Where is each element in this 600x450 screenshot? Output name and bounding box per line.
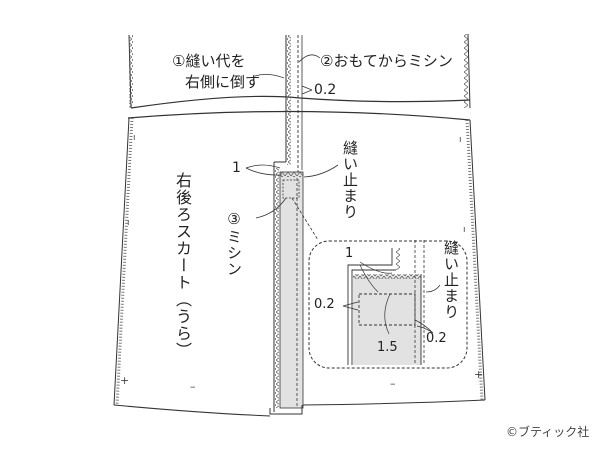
lower-fabric: ı ı + – ı ı + – [113, 110, 486, 417]
svg-text:ı: ı [463, 225, 466, 235]
upper-fabric [128, 33, 471, 109]
detail-stop-point-label: 縫い止まり [442, 240, 460, 320]
piece-name-label: 右後ろスカート（うら） [173, 172, 192, 359]
detail-measure-right-label: 0.2 [426, 331, 447, 346]
svg-text:ı: ı [133, 133, 136, 143]
svg-text:–: – [190, 380, 196, 393]
svg-text:–: – [390, 377, 396, 390]
step1-label-line1: ①縫い代を [172, 52, 246, 70]
detail-measure-1-label: 1 [345, 246, 354, 261]
step1-label-line2: 右側に倒す [185, 73, 261, 91]
svg-text:+: + [474, 368, 483, 381]
detail-measure-left-label: 0.2 [314, 297, 335, 312]
step2-label: ②おもてからミシン [320, 52, 453, 70]
svg-text:ı: ı [127, 218, 130, 228]
center-seam [269, 35, 304, 415]
leader-lines [245, 54, 339, 219]
copyright-label: ©ブティック社 [506, 425, 590, 439]
svg-text:ı: ı [459, 135, 462, 145]
measure-1-label: 1 [232, 160, 241, 176]
step3-label: ③ミシン [225, 210, 243, 277]
svg-text:+: + [120, 374, 129, 387]
stop-point-label: 縫い止まり [341, 140, 359, 220]
top-measure-label: 0.2 [314, 82, 337, 98]
detail-measure-bottom-label: 1.5 [377, 340, 398, 355]
detail-callout [291, 197, 468, 369]
